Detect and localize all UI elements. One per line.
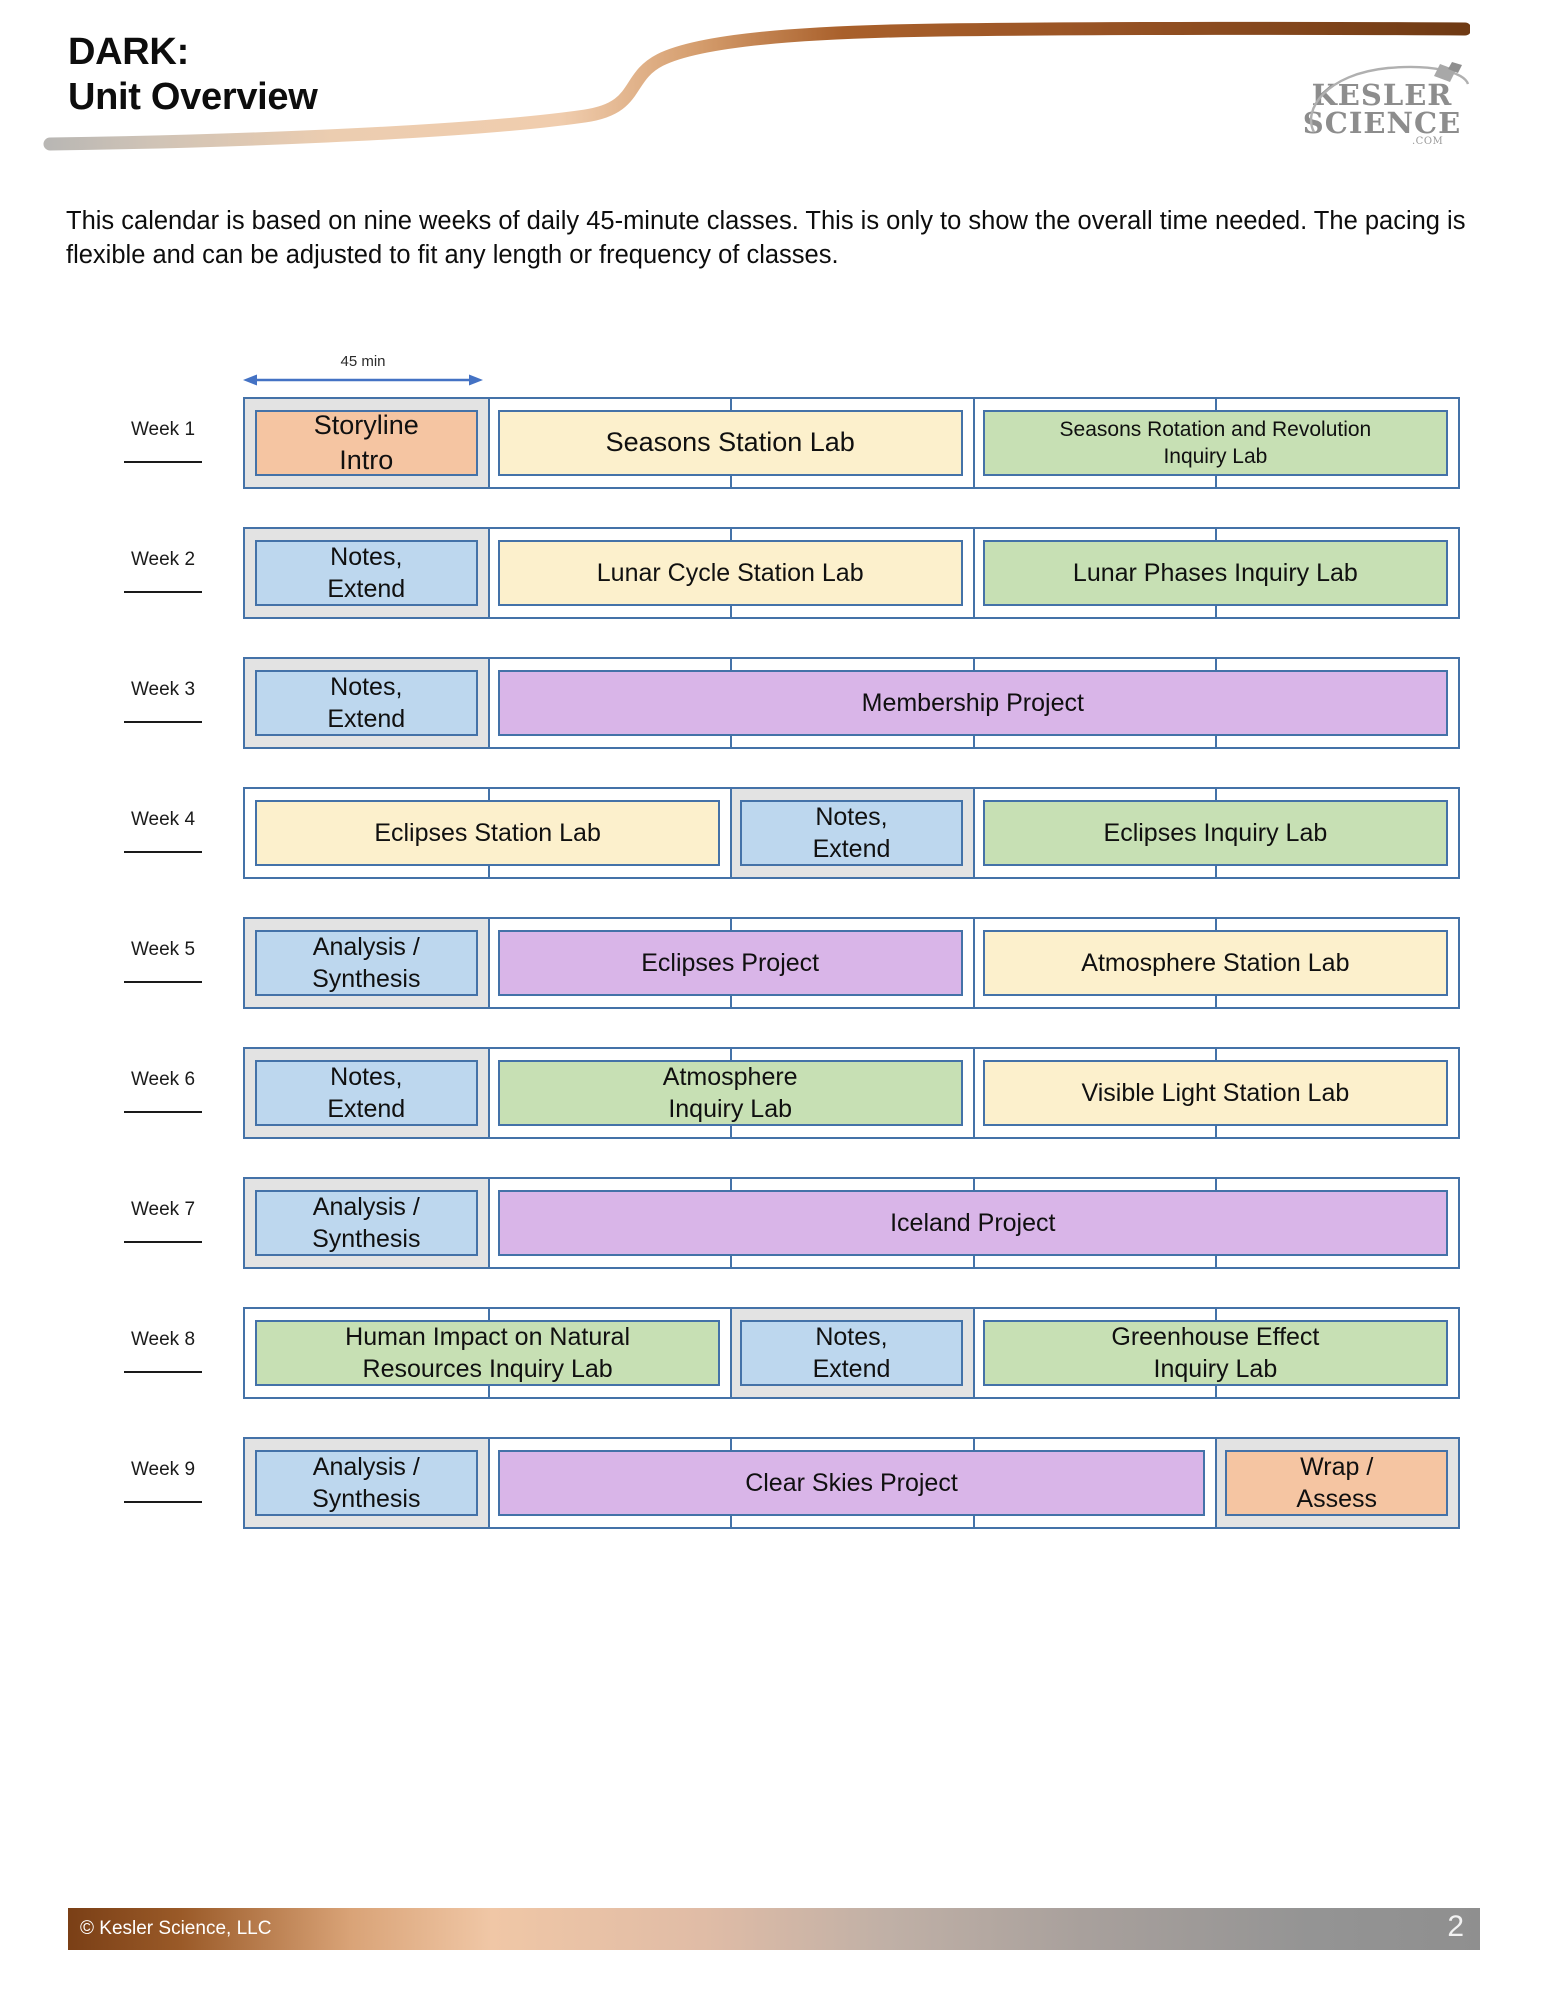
week-strip: Analysis / Synthesis Eclipses Project Atmo… xyxy=(243,917,1460,1009)
activity-block[interactable]: Seasons Station Lab xyxy=(497,410,963,476)
week-strip: Analysis / Synthesis Iceland Project xyxy=(243,1177,1460,1269)
week-label-underline xyxy=(124,1241,202,1243)
day-separator xyxy=(730,789,733,877)
activity-block[interactable]: Atmosphere Inquiry Lab xyxy=(497,1060,963,1126)
week-strip: Notes, Extend Membership Project xyxy=(243,657,1460,749)
activity-block[interactable]: Membership Project xyxy=(497,670,1448,736)
week-label-underline xyxy=(124,461,202,463)
week-label-underline xyxy=(124,721,202,723)
week-row: Week 6 Notes, Extend Atmosphere Inquiry La… xyxy=(0,1047,1545,1139)
week-row: Week 3 Notes, Extend Membership Project xyxy=(0,657,1545,749)
activity-block[interactable]: Lunar Phases Inquiry Lab xyxy=(982,540,1448,606)
logo-rocket-swoosh-icon xyxy=(1309,62,1470,133)
week-label: Week 5 xyxy=(130,939,196,960)
week-row: Week 9 Analysis / Synthesis Clear Skies Pr… xyxy=(0,1437,1545,1529)
week-strip: Eclipses Station Lab Notes, Extend Eclipse… xyxy=(243,787,1460,879)
week-strip: Analysis / Synthesis Clear Skies Project W… xyxy=(243,1437,1460,1529)
day-separator xyxy=(972,399,975,487)
page-number: 2 xyxy=(1447,1910,1464,1943)
kesler-science-logo: KESLER SCIENCE .COM xyxy=(1292,62,1482,158)
day-separator xyxy=(730,1309,733,1397)
activity-block[interactable]: Eclipses Inquiry Lab xyxy=(982,800,1448,866)
activity-block[interactable]: Analysis / Synthesis xyxy=(255,1190,478,1256)
page-title: DARK: Unit Overview xyxy=(68,31,318,118)
week-label: Week 7 xyxy=(130,1199,196,1220)
activity-block[interactable]: Atmosphere Station Lab xyxy=(982,930,1448,996)
week-label: Week 9 xyxy=(130,1459,196,1480)
activity-block[interactable]: Analysis / Synthesis xyxy=(255,930,478,996)
activity-block[interactable]: Notes, Extend xyxy=(740,800,963,866)
copyright-text: © Kesler Science, LLC xyxy=(80,1918,272,1939)
decorative-swoosh-graphic xyxy=(43,21,1470,151)
activity-block[interactable]: Human Impact on Natural Resources Inquir… xyxy=(255,1320,721,1386)
logo-word-science: SCIENCE xyxy=(1302,106,1462,140)
week-label: Week 2 xyxy=(130,549,196,570)
activity-block[interactable]: Analysis / Synthesis xyxy=(255,1450,478,1516)
duration-scale-label: 45 min xyxy=(340,353,386,370)
activity-block[interactable]: Eclipses Station Lab xyxy=(255,800,721,866)
week-row: Week 1 Storyline Intro Seasons Station Lab… xyxy=(0,397,1545,489)
day-separator xyxy=(487,1179,490,1267)
day-separator xyxy=(487,1049,490,1137)
day-separator xyxy=(487,659,490,747)
logo-tld: .COM xyxy=(1412,136,1444,147)
page-footer: © Kesler Science, LLC 2 xyxy=(68,1908,1480,1950)
day-separator xyxy=(972,789,975,877)
day-separator xyxy=(1215,1439,1218,1527)
week-strip: Notes, Extend Lunar Cycle Station Lab Luna… xyxy=(243,527,1460,619)
week-label: Week 1 xyxy=(130,419,196,440)
week-label-underline xyxy=(124,1111,202,1113)
week-label: Week 8 xyxy=(130,1329,196,1350)
week-label-underline xyxy=(124,981,202,983)
activity-block[interactable]: Notes, Extend xyxy=(255,670,478,736)
week-row: Week 8 Human Impact on Natural Resources … xyxy=(0,1307,1545,1399)
day-separator xyxy=(972,529,975,617)
activity-block[interactable]: Eclipses Project xyxy=(497,930,963,996)
activity-block[interactable]: Notes, Extend xyxy=(255,1060,478,1126)
week-label-underline xyxy=(124,1501,202,1503)
duration-scale: 45 min xyxy=(243,353,483,393)
week-label-underline xyxy=(124,851,202,853)
activity-block[interactable]: Notes, Extend xyxy=(255,540,478,606)
week-label-underline xyxy=(124,591,202,593)
activity-block[interactable]: Lunar Cycle Station Lab xyxy=(497,540,963,606)
activity-block[interactable]: Visible Light Station Lab xyxy=(982,1060,1448,1126)
day-separator xyxy=(487,1439,490,1527)
day-separator xyxy=(487,919,490,1007)
double-arrow-icon xyxy=(243,374,483,386)
week-label: Week 6 xyxy=(130,1069,196,1090)
page-header: DARK: Unit Overview KESLER SCIENCE .COM xyxy=(0,0,1545,185)
day-separator xyxy=(972,919,975,1007)
week-strip: Notes, Extend Atmosphere Inquiry Lab Visib… xyxy=(243,1047,1460,1139)
week-label: Week 3 xyxy=(130,679,196,700)
week-strip: Storyline Intro Seasons Station Lab Season… xyxy=(243,397,1460,489)
day-separator xyxy=(972,1049,975,1137)
intro-paragraph: This calendar is based on nine weeks of … xyxy=(66,207,1466,269)
activity-block[interactable]: Greenhouse Effect Inquiry Lab xyxy=(982,1320,1448,1386)
week-strip: Human Impact on Natural Resources Inquir… xyxy=(243,1307,1460,1399)
activity-block[interactable]: Iceland Project xyxy=(497,1190,1448,1256)
activity-block[interactable]: Wrap / Assess xyxy=(1225,1450,1448,1516)
week-label: Week 4 xyxy=(130,809,196,830)
week-row: Week 2 Notes, Extend Lunar Cycle Station L… xyxy=(0,527,1545,619)
day-separator xyxy=(487,529,490,617)
activity-block[interactable]: Clear Skies Project xyxy=(497,1450,1206,1516)
activity-block[interactable]: Storyline Intro xyxy=(255,410,478,476)
week-row: Week 5 Analysis / Synthesis Eclipses Proje… xyxy=(0,917,1545,1009)
week-label-underline xyxy=(124,1371,202,1373)
activity-block[interactable]: Notes, Extend xyxy=(740,1320,963,1386)
day-separator xyxy=(972,1309,975,1397)
activity-block[interactable]: Seasons Rotation and Revolution Inquiry … xyxy=(982,410,1448,476)
day-separator xyxy=(487,399,490,487)
week-row: Week 7 Analysis / Synthesis Iceland Projec… xyxy=(0,1177,1545,1269)
